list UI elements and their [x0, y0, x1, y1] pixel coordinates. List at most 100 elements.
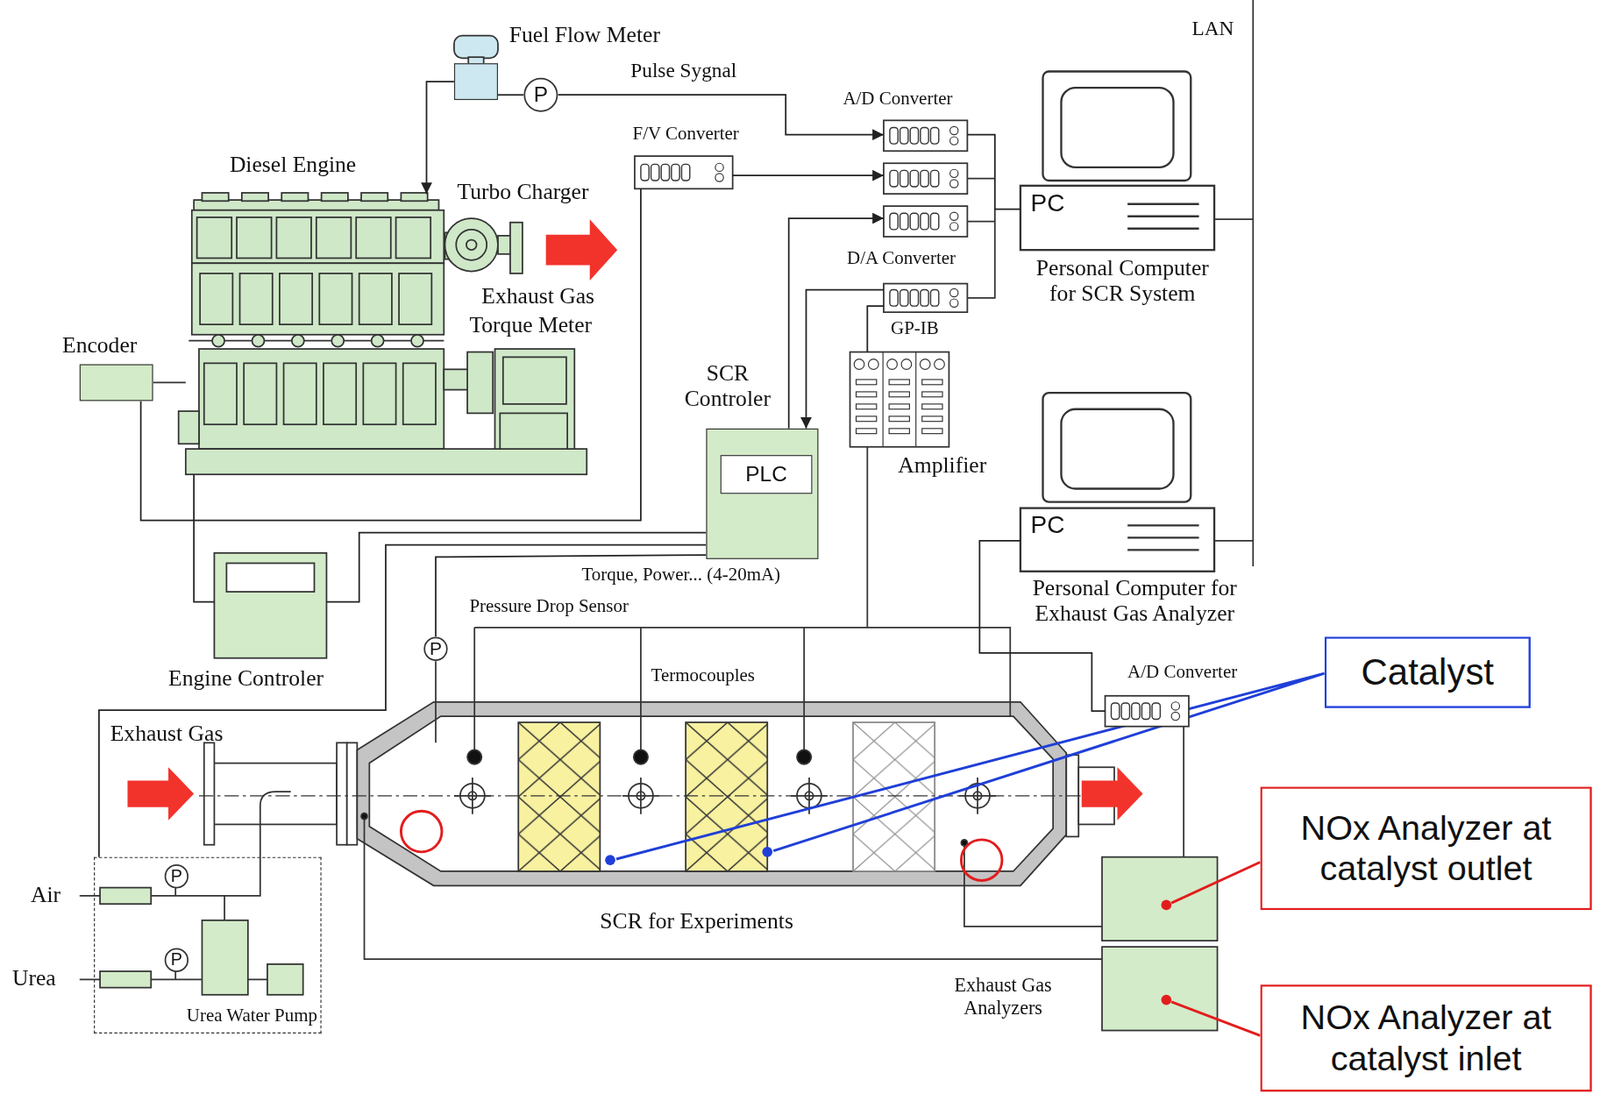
drawing-part — [1161, 995, 1173, 1006]
drawing-part — [850, 352, 950, 448]
drawing-part — [640, 163, 649, 181]
plc-box: PLC — [720, 455, 813, 494]
drawing-part — [883, 206, 968, 237]
drawing-part — [1171, 711, 1180, 720]
drawing-part — [1110, 703, 1119, 720]
node-text: NOx Analyzer at catalyst inlet — [1272, 998, 1579, 1079]
drawing-part — [284, 362, 317, 425]
exhaust-arrow — [546, 219, 618, 281]
drawing-part — [444, 218, 498, 272]
drawing-part — [319, 273, 352, 325]
drawing-part — [356, 702, 1067, 887]
drawing-part — [361, 813, 368, 820]
drawing-part — [1214, 0, 1253, 567]
drawing-part — [291, 334, 305, 348]
drawing-part — [201, 920, 248, 996]
drawing-part — [910, 127, 918, 144]
node-text: D/A Converter — [846, 248, 956, 270]
drawing-part — [856, 416, 877, 422]
drawing-part — [1131, 703, 1140, 720]
drawing-part — [671, 163, 680, 181]
node-text: Personal Computer for SCR System — [1025, 255, 1220, 307]
drawing-part — [1127, 525, 1199, 550]
drawing-part — [950, 126, 959, 135]
node-text: Personal Computer for Exhaust Gas Analyz… — [1012, 574, 1258, 626]
drawing-part — [1020, 508, 1215, 572]
node-text: Engine Controler — [168, 665, 324, 691]
signal-wire — [732, 174, 884, 177]
drawing-part — [201, 192, 228, 201]
drawing-part — [251, 334, 264, 348]
drawing-part — [888, 379, 910, 385]
drawing-part — [499, 412, 568, 449]
node-text: SCR Controler — [666, 360, 790, 413]
pressure-gauge: P — [163, 947, 189, 973]
drawing-part — [321, 192, 349, 201]
drawing-part — [362, 362, 396, 425]
fuel-flow-meter-cap — [454, 35, 498, 65]
drawing-part — [715, 173, 724, 182]
controller-drawings — [213, 352, 949, 659]
drawing-part — [796, 749, 811, 764]
encoder-box: Encoder — [79, 364, 154, 402]
drawing-part — [622, 777, 660, 815]
drawing-part — [454, 35, 498, 59]
drawing-part — [651, 163, 660, 181]
part-label: Exhaust Gas Analyzers — [931, 974, 1075, 1020]
drawing-part — [889, 213, 898, 230]
drawing-part — [213, 553, 327, 659]
drawing-part — [889, 290, 898, 307]
scr-reactor: SCR for Experiments — [433, 702, 1021, 887]
part-label: Pressure Drop Sensor — [469, 596, 629, 618]
drawing-part — [853, 359, 865, 370]
computer: PCPersonal Computer for SCR System — [1020, 185, 1215, 250]
pulse-sensor: P — [523, 77, 559, 113]
drawing-part — [883, 284, 968, 313]
drawing-part — [661, 163, 669, 181]
drawing-part — [361, 192, 388, 201]
drawing-part — [950, 169, 959, 178]
drawing-part — [212, 334, 225, 348]
drawing-part — [604, 854, 616, 866]
urea-unit-drawing — [79, 791, 304, 996]
node-text: PLC — [745, 462, 788, 487]
drawing-part — [930, 213, 939, 230]
drawing-part — [1020, 185, 1215, 250]
drawing-part — [503, 356, 567, 405]
drawing-part — [1182, 726, 1185, 858]
drawing-part — [887, 359, 898, 370]
part-label: Air — [30, 881, 61, 908]
part-label: Termocouples — [651, 665, 755, 687]
drawing-part — [199, 273, 233, 325]
drawing-part — [153, 382, 186, 384]
node-text: Amplifier — [897, 452, 987, 478]
drawing-part — [403, 362, 436, 425]
drawing-part — [279, 273, 313, 325]
drawing-part — [364, 816, 1103, 960]
drawing-part — [1043, 392, 1192, 503]
drawing-part — [1060, 409, 1174, 490]
signal-wire — [426, 81, 455, 194]
drawing-part — [243, 362, 277, 425]
node-text: Diesel Engine — [229, 150, 356, 177]
drawing-part — [454, 777, 491, 815]
drawing-part — [1127, 204, 1199, 229]
engine-drawing: Diesel Engine — [185, 193, 444, 475]
drawing-part — [915, 352, 917, 448]
drawing-part — [856, 391, 877, 398]
drawing-part — [467, 749, 482, 764]
drawing-part — [867, 359, 879, 370]
signal-wire — [867, 305, 884, 352]
drawing-part — [920, 170, 929, 187]
urea-unit: Urea Water PumpPP — [93, 857, 322, 1034]
node-text: NOx Analyzer at catalyst outlet — [1272, 808, 1579, 889]
drawing-part — [99, 971, 151, 989]
pressure-sensor: P — [423, 636, 448, 662]
node-text: A/D Converter — [842, 87, 953, 109]
drawing-part — [634, 156, 733, 189]
node-text: P — [170, 866, 183, 887]
exhaust-outlet-arrow — [1081, 767, 1144, 821]
drawing-part — [336, 742, 348, 845]
drawing-part — [950, 212, 959, 221]
drawing-part — [1060, 87, 1174, 168]
